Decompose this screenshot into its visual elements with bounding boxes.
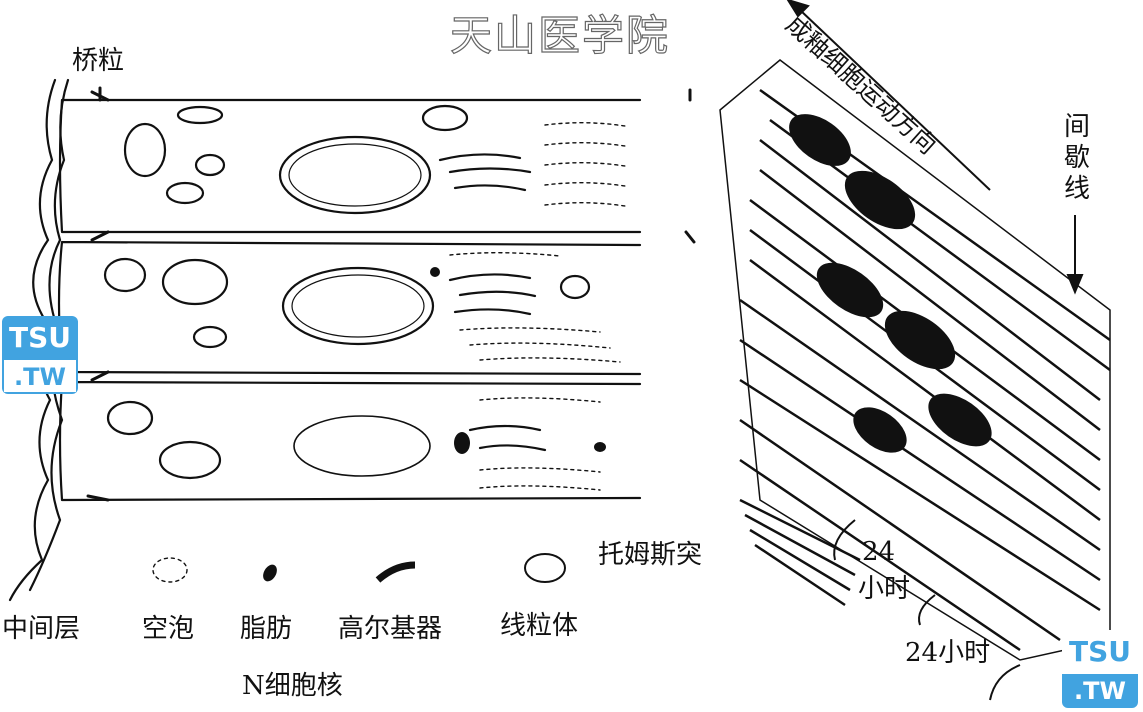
- nucleus-2: [283, 268, 433, 344]
- logo-bottom-text: .TW: [1062, 674, 1138, 708]
- watermark-title: 天山医学院: [450, 2, 670, 63]
- label-incremental-line: 间歇线: [1062, 112, 1092, 205]
- legend-golgi-label: 高尔基器: [338, 608, 442, 645]
- legend-fat-label: 脂肪: [240, 608, 292, 645]
- logo-bottom-text: .TW: [2, 360, 78, 394]
- golgi-icon: [378, 565, 415, 580]
- legend-intermediate-layer: 中间层: [2, 608, 80, 645]
- cell-3-outline: [60, 382, 640, 500]
- cell-2-outline: [59, 242, 640, 374]
- legend-vacuole-label: 空泡: [142, 608, 194, 645]
- nucleus-1: [280, 137, 430, 213]
- watermark-logo-left: TSU .TW: [2, 316, 78, 394]
- logo-top-text: TSU: [1062, 630, 1138, 674]
- label-24-hours-second: 24小时: [905, 632, 990, 669]
- label-desmosome: 桥粒: [72, 40, 124, 77]
- label-tomes-process: 托姆斯突: [598, 534, 702, 571]
- legend-mitochondrion-label: 线粒体: [500, 605, 578, 642]
- label-24-hours-number: 24: [862, 537, 895, 567]
- nucleus-3: [294, 416, 430, 476]
- label-24-hours-unit: 小时: [858, 568, 910, 605]
- watermark-logo-right: TSU .TW: [1062, 630, 1138, 708]
- label-incremental-line-text: 间歇线: [1064, 112, 1090, 204]
- legend-nucleus-label: N细胞核: [242, 665, 343, 702]
- logo-top-text: TSU: [2, 316, 78, 360]
- mitochondrion-icon: [525, 554, 565, 582]
